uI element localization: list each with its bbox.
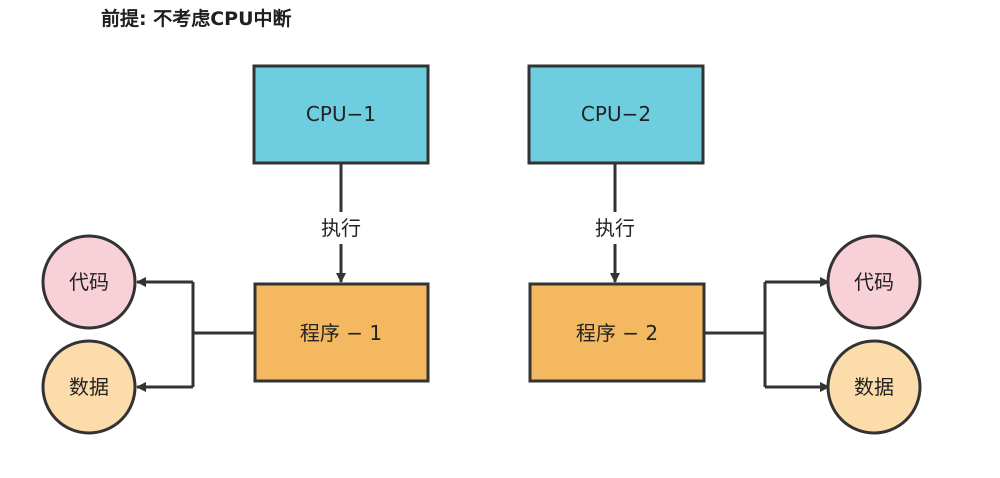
left-connectors — [136, 163, 346, 392]
program2-label: 程序 − 2 — [576, 321, 658, 345]
program1-box — [253, 282, 430, 383]
data-right-circle — [826, 339, 922, 435]
cpu1-label: CPU−1 — [306, 102, 376, 126]
edge-label-exec-2: 执行 — [595, 216, 635, 240]
code-right-label: 代码 — [854, 270, 894, 294]
data-left-label: 数据 — [69, 375, 109, 399]
cpu1-box — [252, 64, 430, 165]
program2-box — [528, 282, 706, 383]
code-left-label: 代码 — [69, 270, 109, 294]
cpu2-box — [527, 64, 705, 165]
data-right-label: 数据 — [854, 375, 894, 399]
program1-label: 程序 − 1 — [300, 321, 382, 345]
cpu2-label: CPU−2 — [581, 102, 651, 126]
data-left-circle — [41, 339, 137, 435]
right-connectors — [610, 163, 830, 392]
code-left-circle — [41, 234, 137, 330]
code-right-circle — [826, 234, 922, 330]
page-title: 前提: 不考虑CPU中断 — [101, 8, 292, 30]
edge-label-exec-1: 执行 — [321, 216, 361, 240]
